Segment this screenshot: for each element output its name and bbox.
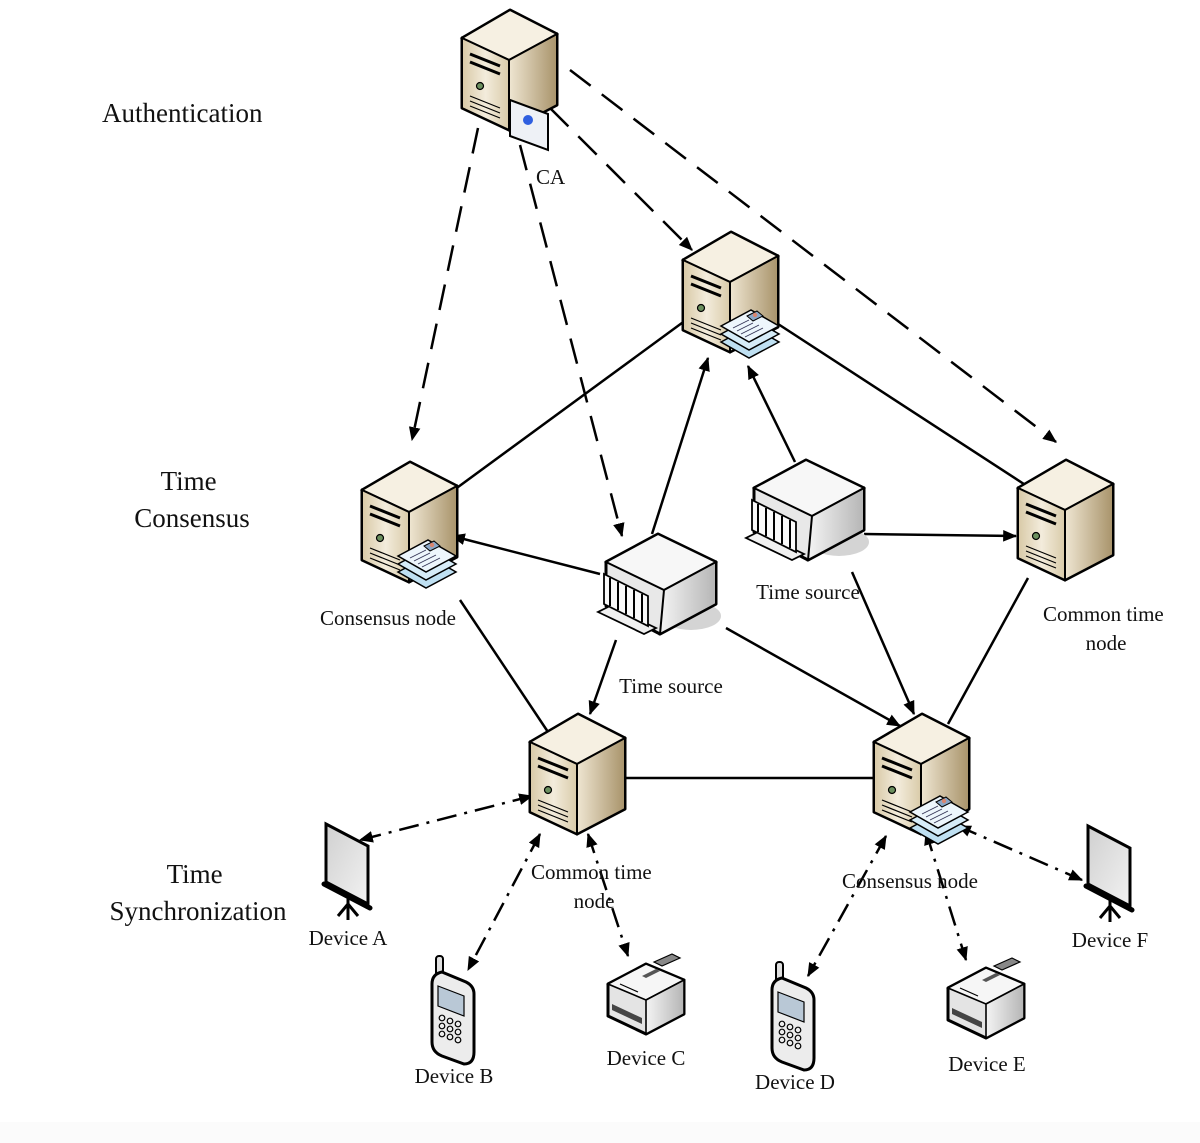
auth-edge-common-right [569,69,1057,443]
label-line: Common time [1043,602,1164,626]
time-source-edges [450,356,1018,728]
consensus-node-bottom[interactable] [872,712,971,845]
time-source-icon [596,532,723,636]
mobile-phone-icon [770,960,816,1072]
ts1-to-bottomright [725,626,902,728]
time-source-right[interactable] [744,458,871,562]
layer-label-line: Time [167,859,223,889]
common-time-node-bottom[interactable] [528,712,627,836]
device-f[interactable] [1086,826,1132,922]
ts2-to-right [863,529,1018,542]
authentication-edges [408,69,1057,538]
layer-label-time-synchronization: Time Synchronization [110,859,287,926]
device-d[interactable] [770,960,816,1072]
sync-edge-device-b [466,832,542,972]
ts2-to-bottomright [850,571,916,716]
projector-screen-icon [1086,826,1132,922]
link-top-right [774,320,1031,490]
printer-icon [946,956,1026,1040]
ts2-to-top [746,364,797,463]
auth-edge-time-source [518,144,625,538]
device-b[interactable] [430,954,476,1066]
sync-edge-device-d [806,834,888,978]
sync-edge-device-f [956,824,1084,882]
ca-server[interactable] [460,8,559,152]
consensus-links [453,318,1031,780]
consensus-node-top[interactable] [681,230,780,359]
time-source-right-label: Time source [756,580,860,604]
sync-edge-device-c [586,832,630,958]
sync-edge-device-e [924,830,968,962]
ts1-to-bottomleft [588,639,618,716]
common-time-node-bottom-label: Common time node [531,860,657,913]
common-time-node-right-label: Common time node [1043,602,1169,655]
server-icon [528,712,627,836]
ts1-to-top [650,356,710,535]
device-b-label: Device B [415,1064,494,1088]
device-c-label: Device C [607,1046,686,1070]
page-footer-strip [0,1122,1200,1143]
auth-edge-consensus-left [408,127,480,442]
label-line: Common time [531,860,652,884]
server-icon [1016,458,1115,582]
layer-label-time-consensus: Time Consensus [134,466,250,533]
layer-label-authentication: Authentication [102,98,263,128]
device-a-label: Device A [309,926,389,950]
layer-label-line: Consensus [134,503,250,533]
link-right-bottomright [946,577,1030,725]
auth-edge-consensus-top [549,107,693,251]
label-line: node [1086,631,1127,655]
time-source-center-label: Time source [619,674,723,698]
device-f-label: Device F [1072,928,1148,952]
printer-icon [606,952,686,1036]
consensus-node-bottom-label: Consensus node [842,869,978,893]
link-left-bottomleft [458,599,550,733]
layer-label-line: Time [161,466,217,496]
device-e[interactable] [946,956,1026,1040]
ca-label: CA [536,165,566,189]
consensus-node-left[interactable] [360,460,459,589]
device-e-label: Device E [948,1052,1026,1076]
time-source-center[interactable] [596,532,723,636]
ts1-to-left [450,533,601,576]
device-d-label: Device D [755,1070,835,1094]
time-source-icon [744,458,871,562]
certificate-icon [509,98,549,152]
sync-edges [358,793,1084,978]
label-line: node [574,889,615,913]
consensus-node-left-label: Consensus node [320,606,456,630]
link-top-left [453,318,687,492]
device-c[interactable] [606,952,686,1036]
layer-label-line: Synchronization [110,896,287,926]
common-time-node-right[interactable] [1016,458,1115,582]
sync-edge-device-a [358,793,534,843]
mobile-phone-icon [430,954,476,1066]
